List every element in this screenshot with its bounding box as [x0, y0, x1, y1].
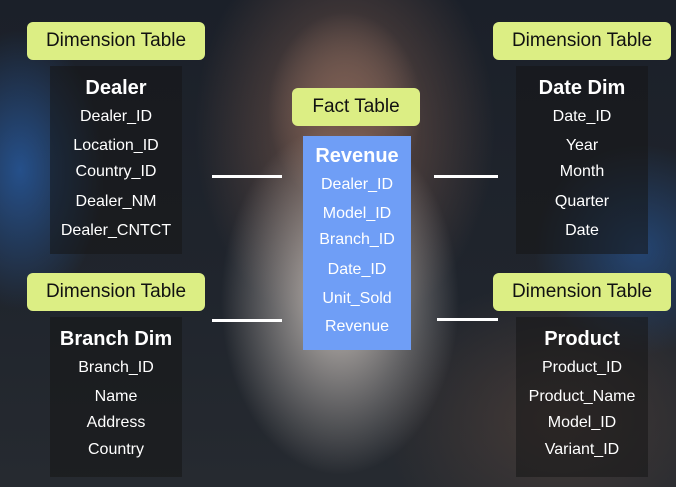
fact-field: Dealer_ID: [320, 176, 394, 193]
dealer-field: Dealer_ID: [79, 108, 153, 125]
branch-field: Branch_ID: [78, 359, 154, 376]
dealer-table-title: Dealer: [85, 77, 147, 99]
date-field: Year: [565, 137, 599, 154]
fact-field: Branch_ID: [319, 231, 395, 248]
date-field: Month: [559, 163, 605, 180]
product-table-title: Product: [544, 328, 620, 350]
fact-field: Model_ID: [322, 205, 392, 222]
fact-table-label: Fact Table: [292, 88, 420, 126]
dealer-field: Location_ID: [73, 137, 159, 154]
dimension-label-product: Dimension Table: [493, 273, 671, 311]
branch-field: Country: [87, 441, 145, 458]
fact-field: Date_ID: [327, 261, 387, 278]
dealer-dimension-card: Dealer Dealer_ID Location_ID Country_ID …: [50, 66, 182, 254]
dimension-label-branch: Dimension Table: [27, 273, 205, 311]
dimension-label-date: Dimension Table: [493, 22, 671, 60]
dimension-label-dealer: Dimension Table: [27, 22, 205, 60]
product-field: Product_Name: [528, 388, 636, 405]
product-dimension-card: Product Product_ID Product_Name Model_ID…: [516, 317, 648, 477]
dealer-field: Dealer_NM: [75, 193, 157, 210]
connector-dealer-to-fact: [212, 175, 282, 178]
branch-table-title: Branch Dim: [59, 328, 173, 350]
connector-product-to-fact: [437, 318, 498, 321]
fact-field: Revenue: [324, 318, 390, 335]
date-field: Date: [565, 222, 599, 239]
connector-date-to-fact: [434, 175, 498, 178]
product-field: Variant_ID: [544, 441, 620, 458]
branch-field: Name: [94, 388, 138, 405]
branch-dimension-card: Branch Dim Branch_ID Name Address Countr…: [50, 317, 182, 477]
date-dimension-card: Date Dim Date_ID Year Month Quarter Date: [516, 66, 648, 254]
date-field: Date_ID: [552, 108, 612, 125]
branch-field: Address: [86, 414, 146, 431]
dealer-field: Country_ID: [75, 163, 157, 180]
date-table-title: Date Dim: [538, 77, 626, 99]
fact-table-card: Revenue Dealer_ID Model_ID Branch_ID Dat…: [303, 136, 411, 350]
fact-table-title: Revenue: [315, 145, 399, 167]
date-field: Quarter: [554, 193, 610, 210]
product-field: Product_ID: [541, 359, 623, 376]
dealer-field: Dealer_CNTCT: [60, 222, 172, 239]
product-field: Model_ID: [547, 414, 617, 431]
fact-field: Unit_Sold: [322, 290, 392, 307]
connector-branch-to-fact: [212, 319, 282, 322]
